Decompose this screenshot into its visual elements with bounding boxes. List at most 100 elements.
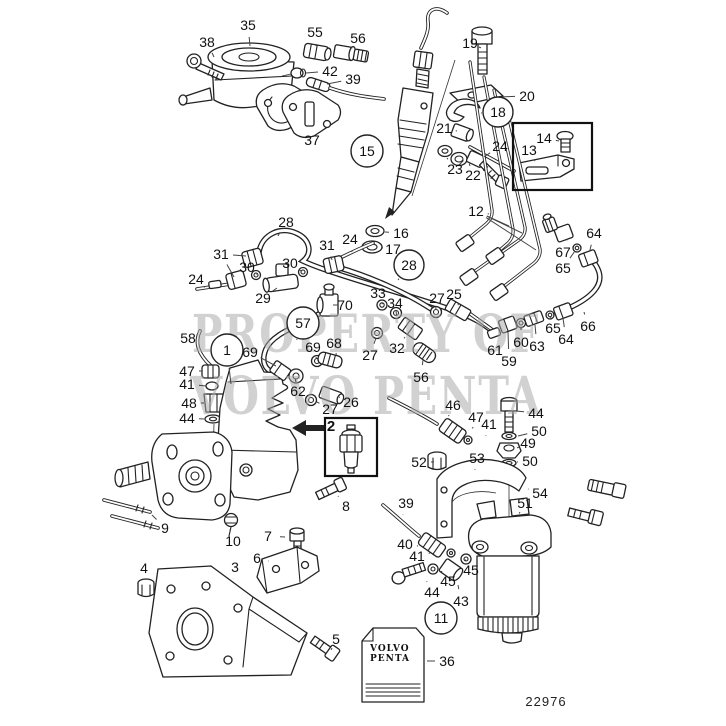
callout-64: 64 [586, 225, 602, 241]
callout-63: 63 [529, 338, 545, 354]
leader-line [483, 152, 491, 158]
callout-30: 30 [239, 259, 255, 275]
callout-67: 67 [555, 244, 571, 260]
callout-47: 47 [468, 409, 484, 425]
callout-24: 24 [342, 231, 358, 247]
callout-15: 15 [359, 143, 375, 159]
callout-44: 44 [528, 405, 544, 421]
callout-6: 6 [253, 550, 261, 566]
callout-25: 25 [446, 286, 462, 302]
callout-33: 33 [370, 285, 386, 301]
fitting-55-drawing [302, 42, 332, 62]
leader-line [446, 157, 449, 160]
bag-brand-line1: VOLVO [369, 644, 410, 654]
circle-callout-15 [350, 134, 384, 168]
callout-32: 32 [389, 340, 405, 356]
callout-58: 58 [180, 330, 196, 346]
leader-line [277, 232, 281, 237]
callout-2: 2 [327, 418, 335, 435]
callout-37: 37 [304, 132, 320, 148]
leader-line [589, 244, 592, 251]
callout-69: 69 [242, 344, 258, 360]
circle-callout-57 [286, 306, 320, 340]
callout-56: 56 [350, 30, 366, 46]
callout-16: 16 [393, 225, 409, 241]
leader-line [468, 163, 471, 167]
callout-20: 20 [519, 88, 535, 104]
callout-31: 31 [319, 237, 335, 253]
leader-line [373, 337, 377, 344]
watermark-line1: PROPERTY OF [192, 304, 540, 365]
leader-line [198, 384, 207, 387]
circle-callout-1 [210, 333, 244, 367]
callout-49: 49 [520, 435, 536, 451]
callout-34: 34 [387, 295, 403, 311]
callout-24: 24 [492, 138, 508, 154]
leader-line [555, 139, 560, 142]
callout-65: 65 [545, 320, 561, 336]
leader-line [337, 495, 339, 497]
leader-line [330, 647, 333, 651]
leader-line [316, 401, 320, 404]
callout-60: 60 [513, 334, 529, 350]
callout-62: 62 [290, 383, 306, 399]
callout-35: 35 [240, 17, 256, 33]
callout-22: 22 [465, 167, 481, 183]
callout-69: 69 [305, 339, 321, 355]
callout-18: 18 [490, 104, 506, 120]
callout-45: 45 [463, 562, 479, 578]
leader-line [534, 324, 537, 335]
inset-13-14-contents-drawing [518, 130, 575, 182]
callout-31: 31 [213, 246, 229, 262]
callout-27: 27 [362, 347, 378, 363]
leader-line [478, 46, 482, 49]
leader-line [421, 359, 424, 366]
callout-1: 1 [223, 342, 231, 358]
callout-5: 5 [332, 631, 340, 647]
leader-line [260, 357, 277, 367]
callout-13: 13 [521, 142, 537, 158]
relief-valve-chain-drawing [486, 213, 603, 339]
callout-43: 43 [453, 593, 469, 609]
leader-line [517, 433, 528, 437]
callout-11: 11 [434, 610, 449, 626]
injector-yoke-drawing [437, 26, 516, 190]
callout-65: 65 [555, 260, 571, 276]
callout-17: 17 [385, 241, 401, 257]
leader-line [518, 511, 521, 514]
leader-line [458, 160, 464, 166]
leader-line [330, 256, 333, 261]
leader-line [226, 264, 235, 278]
callout-3: 3 [231, 559, 239, 575]
pump-mounting-plates-drawing [255, 83, 342, 139]
leader-line [464, 559, 467, 562]
callout-28: 28 [401, 257, 417, 273]
leader-line [516, 446, 520, 449]
bolt-38-drawing [186, 53, 225, 81]
leader-line [457, 584, 460, 590]
callout-10: 10 [225, 533, 241, 549]
callout-52: 52 [411, 454, 427, 470]
leader-line [151, 514, 157, 520]
callout-64: 64 [558, 331, 574, 347]
watermark: PROPERTY OF VOLVO PENTA [189, 304, 540, 427]
leader-line [507, 331, 510, 350]
callout-53: 53 [469, 450, 485, 466]
leader-line [549, 316, 552, 320]
leader-line [562, 317, 565, 328]
leader-line [305, 71, 319, 74]
bag-brand-line2: PENTA [370, 654, 410, 664]
callout-59: 59 [501, 353, 517, 369]
callout-4: 4 [140, 560, 148, 576]
callout-28: 28 [278, 214, 294, 230]
leader-line [232, 254, 247, 257]
circle-callout-28 [393, 249, 425, 281]
pump-flange-drawing [102, 431, 239, 537]
leader-line [403, 336, 406, 339]
fuel-filter-assembly-drawing [381, 396, 627, 644]
callout-12: 12 [468, 203, 484, 219]
leader-line [211, 52, 215, 58]
